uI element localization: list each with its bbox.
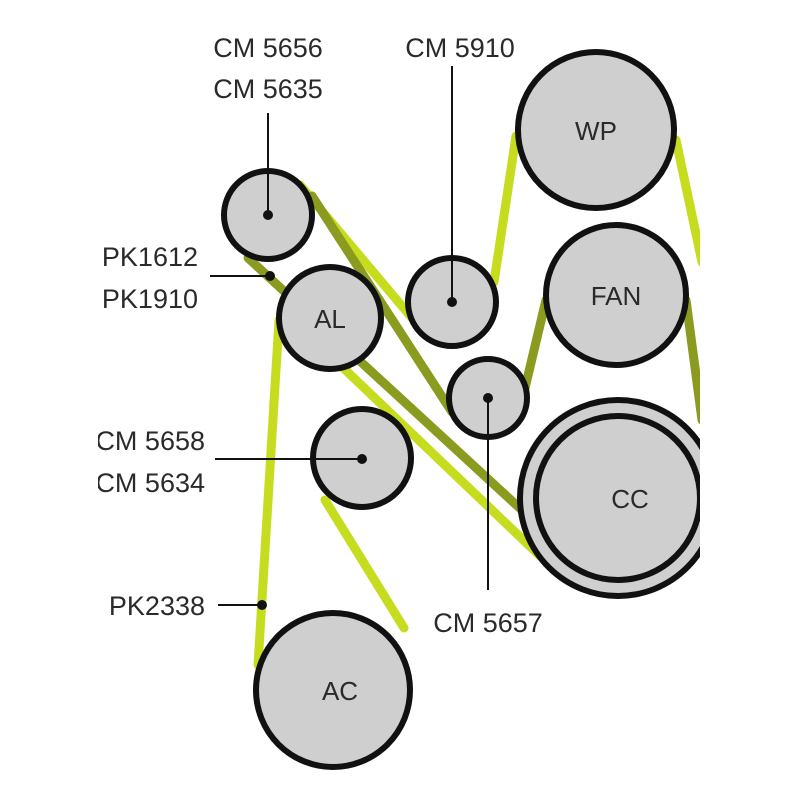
part-label: PK1612: [102, 242, 198, 272]
part-label: CM 5635: [213, 74, 323, 104]
part-label: CM 5634: [95, 468, 205, 498]
fan-pulley: [543, 222, 689, 368]
pulley-label-cc: CC: [611, 484, 649, 514]
part-label: CM 5658: [95, 426, 205, 456]
part-label: CM 5656: [213, 33, 323, 63]
part-label: CM 5657: [433, 608, 543, 638]
leader-dot: [257, 600, 267, 610]
pulley-label-wp: WP: [575, 116, 617, 146]
part-label: CM 5910: [405, 33, 515, 63]
pulley-label-ac: AC: [322, 676, 358, 706]
pulley-label-fan: FAN: [591, 281, 642, 311]
part-label: PK2338: [109, 591, 205, 621]
ac-compressor-pulley: [253, 610, 413, 770]
pulley-label-al: AL: [314, 304, 346, 334]
alternator-pulley: [276, 264, 384, 372]
leader-dot: [265, 271, 275, 281]
leader-dot: [263, 210, 273, 220]
leader-dot: [357, 454, 367, 464]
leader-dot: [447, 297, 457, 307]
crankshaft-pulley-inner: [533, 413, 700, 583]
water-pump-pulley: [515, 49, 677, 211]
part-label: PK1910: [102, 284, 198, 314]
leader-dot: [483, 393, 493, 403]
